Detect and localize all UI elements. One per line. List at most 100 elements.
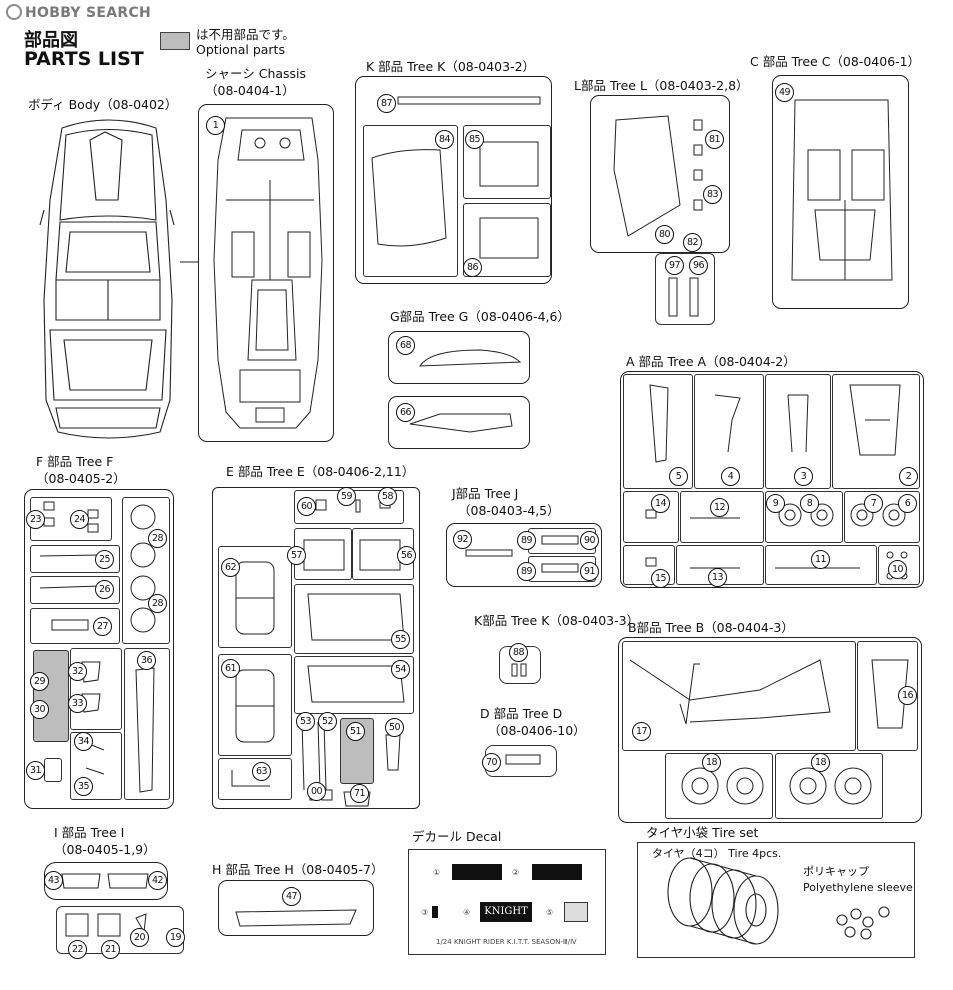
hobby-search-logo: HOBBY SEARCH <box>6 4 151 21</box>
part-number-18a: 18 <box>702 753 721 772</box>
legend-text-en: Optional parts <box>196 42 285 57</box>
tree-b-label: B部品 Tree B（08-0404-3） <box>628 620 794 635</box>
part-number-88: 88 <box>509 643 528 662</box>
part-number-83: 83 <box>703 185 722 204</box>
tree-k-small-label: K部品 Tree K（08-0403-3） <box>474 613 640 628</box>
part-number-89a: 89 <box>517 531 536 550</box>
part-number-29: 29 <box>30 672 49 691</box>
part-number-36: 36 <box>137 651 156 670</box>
decal-item-3 <box>432 906 438 918</box>
part-number-42: 42 <box>148 871 167 890</box>
part-number-13: 13 <box>708 568 727 587</box>
part-number-25: 25 <box>95 550 114 569</box>
part-number-51: 51 <box>346 722 365 741</box>
part-number-10: 10 <box>888 560 907 579</box>
part-number-97: 97 <box>665 256 684 275</box>
part-number-54: 54 <box>391 660 410 679</box>
part-number-31: 31 <box>26 761 45 780</box>
tree-a-label: A 部品 Tree A（08-0404-2） <box>626 354 796 369</box>
part-number-58: 58 <box>378 487 397 506</box>
part-number-91: 91 <box>580 562 599 581</box>
part-number-27: 27 <box>93 617 112 636</box>
part-number-70: 70 <box>482 753 501 772</box>
part-number-9: 9 <box>766 494 785 513</box>
part-number-96: 96 <box>689 256 708 275</box>
part-number-6: 6 <box>898 494 917 513</box>
part-number-3: 3 <box>794 467 813 486</box>
tree-j-label-2: （08-0403-4,5） <box>458 503 560 518</box>
part-number-00: 00 <box>307 782 326 801</box>
chassis-label-1: シャーシ Chassis <box>205 66 307 81</box>
part-number-35: 35 <box>74 777 93 796</box>
part-number-89b: 89 <box>517 562 536 581</box>
part-number-30: 30 <box>30 700 49 719</box>
tree-f-cell-36 <box>124 648 170 800</box>
page-title-ja: 部品図 <box>24 30 78 51</box>
part-number-4: 4 <box>721 467 740 486</box>
part-number-81: 81 <box>705 130 724 149</box>
tree-e-label: E 部品 Tree E（08-0406-2,11） <box>226 464 415 479</box>
tree-b-cell-17 <box>622 641 856 751</box>
tire-set-label: タイヤ小袋 Tire set <box>646 825 759 840</box>
decal-item-1 <box>452 864 502 880</box>
decal-marker-2: ② <box>512 868 520 877</box>
decal-marker-3: ③ <box>421 908 429 917</box>
part-number-85: 85 <box>465 130 484 149</box>
part-number-15: 15 <box>651 569 670 588</box>
part-number-68: 68 <box>396 336 415 355</box>
part-number-20: 20 <box>130 928 149 947</box>
part-number-43: 43 <box>44 871 63 890</box>
decal-item-2 <box>532 864 582 880</box>
tree-f-cell-27 <box>30 608 120 644</box>
tree-d-label-1: D 部品 Tree D <box>480 706 563 721</box>
part-number-63: 63 <box>252 762 271 781</box>
decal-label: デカール Decal <box>412 829 502 844</box>
part-number-53: 53 <box>296 712 315 731</box>
part-number-21: 21 <box>101 940 120 959</box>
tree-i-label-2: （08-0405-1,9） <box>54 842 156 857</box>
part-number-32: 32 <box>68 662 87 681</box>
part-number-56: 56 <box>397 546 416 565</box>
decal-caption: 1/24 KNIGHT RIDER K.I.T.T. SEASON-Ⅲ/Ⅳ <box>436 938 577 946</box>
tree-h-label: H 部品 Tree H（08-0405-7） <box>212 862 384 877</box>
tire-count-label: タイヤ（4コ） Tire 4pcs. <box>652 847 782 860</box>
tree-c-label: C 部品 Tree C（08-0406-1） <box>750 54 921 69</box>
decal-item-5 <box>564 902 588 922</box>
part-number-12: 12 <box>710 498 729 517</box>
part-number-61: 61 <box>221 659 240 678</box>
poly-cap-label-ja: ポリキャップ <box>803 865 869 878</box>
part-number-16: 16 <box>898 686 917 705</box>
part-number-11: 11 <box>811 550 830 569</box>
decal-marker-4: ④ <box>463 908 471 917</box>
part-number-2: 2 <box>899 467 918 486</box>
part-number-28a: 28 <box>148 529 167 548</box>
part-number-92: 92 <box>453 530 472 549</box>
part-number-50: 50 <box>385 718 404 737</box>
tree-l-label: L部品 Tree L（08-0403-2,8） <box>574 78 749 93</box>
part-number-5: 5 <box>669 467 688 486</box>
part-number-1: 1 <box>206 116 225 135</box>
optional-parts-swatch <box>160 32 190 50</box>
tree-d-label-2: （08-0406-10） <box>488 723 586 738</box>
part-number-23: 23 <box>26 510 45 529</box>
part-number-82: 82 <box>683 233 702 252</box>
tree-f-label-2: （08-0405-2） <box>36 471 126 486</box>
part-number-80: 80 <box>655 225 674 244</box>
part-number-62: 62 <box>221 558 240 577</box>
tree-g-label: G部品 Tree G（08-0406-4,6） <box>390 309 570 324</box>
part-number-33: 33 <box>68 694 87 713</box>
part-number-86: 86 <box>463 258 482 277</box>
tree-k-top-label: K 部品 Tree K（08-0403-2） <box>366 59 536 74</box>
part-number-22: 22 <box>68 940 87 959</box>
part-number-52: 52 <box>318 712 337 731</box>
part-number-8: 8 <box>800 494 819 513</box>
